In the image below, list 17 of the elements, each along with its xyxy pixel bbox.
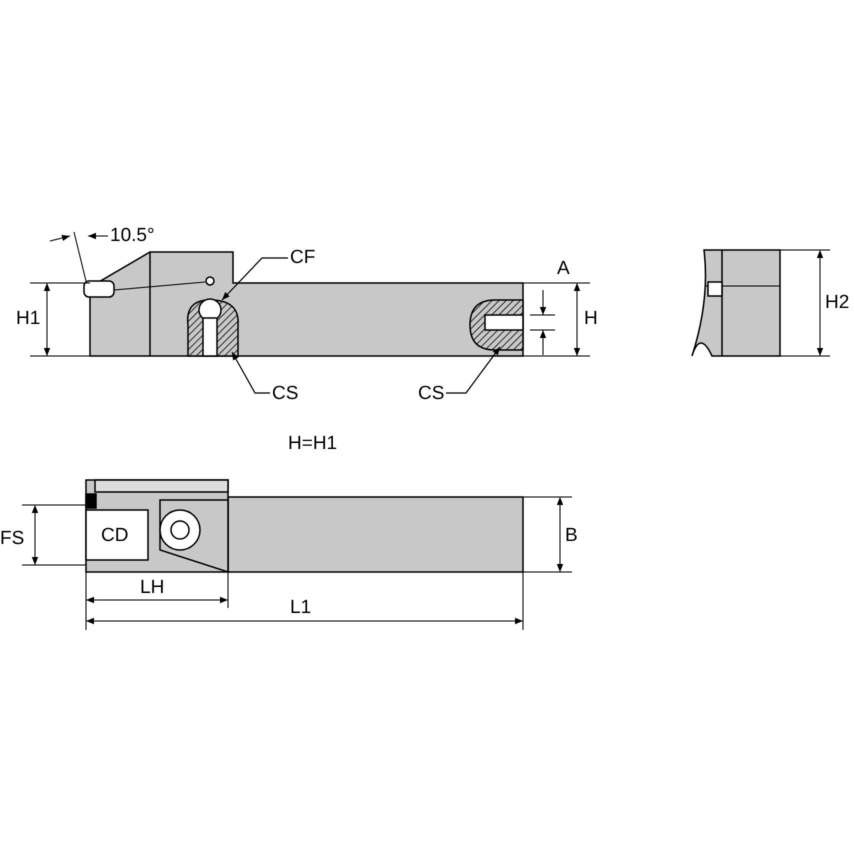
leader-line xyxy=(222,257,288,300)
angle-label: 10.5° xyxy=(110,225,155,247)
dimension-label: LH xyxy=(140,577,164,599)
leader-line xyxy=(446,346,500,394)
dimension-label: B xyxy=(565,525,578,547)
dimension-label: H2 xyxy=(825,292,850,314)
dimension-label: H1 xyxy=(16,308,40,330)
callout-label: CS xyxy=(418,383,444,405)
dimension-label: A xyxy=(557,258,570,280)
dimension-label: CD xyxy=(101,525,128,547)
dimension-label: H xyxy=(584,308,598,330)
callout-label: CS xyxy=(272,383,298,405)
dimension-label: FS xyxy=(0,528,24,550)
note-text: H=H1 xyxy=(288,433,338,455)
callout-label: CF xyxy=(290,247,316,269)
leader-line xyxy=(231,352,270,394)
dimension-label: L1 xyxy=(290,597,312,619)
